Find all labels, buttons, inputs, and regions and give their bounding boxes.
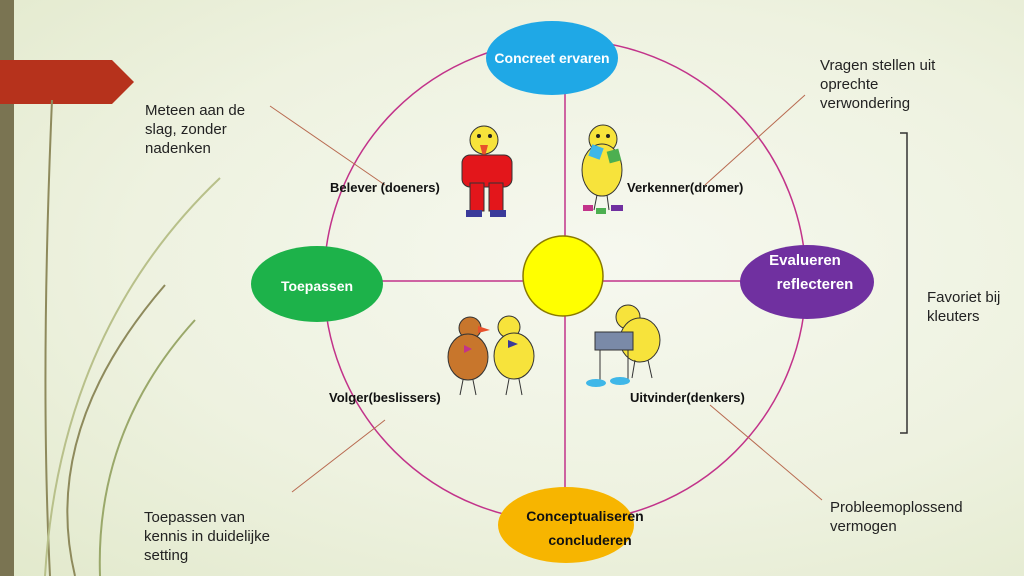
chick-uitvinder-illustration — [586, 304, 661, 387]
note-line: verwondering — [820, 95, 911, 112]
node-label-reflecteren: reflecteren — [776, 276, 854, 293]
note-probleemoplossend: Probleemoplossend vermogen — [830, 498, 963, 536]
note-line: Favoriet bij — [927, 289, 1001, 306]
node-concreet-ervaren — [486, 21, 618, 95]
note-line: nadenken — [145, 140, 211, 157]
note-toepassen-van-kennis: Toepassen van kennis in duidelijke setti… — [144, 508, 270, 565]
title-banner — [0, 60, 134, 104]
quadrant-label-verkenner: Verkenner(dromer) — [627, 180, 744, 195]
note-meteen-aan-de-slag: Meteen aan de slag, zonder nadenken — [145, 101, 245, 158]
note-line: Toepassen van — [144, 509, 245, 526]
note-vragen-stellen: Vragen stellen uit oprechte verwondering — [820, 56, 935, 113]
node-label-evalueren: Evalueren — [769, 252, 841, 269]
sidebar-stripe — [0, 0, 14, 576]
chick-volger-illustration — [447, 315, 535, 396]
note-favoriet-bij-kleuters: Favoriet bij kleuters — [927, 288, 1000, 326]
node-label-concreet-ervaren: Concreet ervaren — [494, 50, 610, 66]
chick-verkenner-illustration — [581, 124, 623, 214]
note-line: oprechte — [820, 76, 879, 93]
note-line: slag, zonder — [145, 121, 227, 138]
note-line: setting — [144, 547, 189, 564]
node-label-conceptualiseren: Conceptualiseren — [526, 508, 644, 524]
note-line: vermogen — [830, 518, 897, 535]
grass-decoration — [44, 99, 221, 576]
quadrant-label-belever: Belever (doeners) — [330, 180, 440, 195]
note-line: kleuters — [927, 308, 980, 325]
node-conceptualiseren-concluderen — [498, 487, 634, 563]
node-label-concluderen: concluderen — [548, 532, 632, 548]
chick-belever-illustration — [461, 125, 513, 217]
node-evalueren-reflecteren — [740, 245, 874, 319]
quadrant-label-uitvinder: Uitvinder(denkers) — [630, 390, 745, 405]
note-line: kennis in duidelijke — [144, 528, 270, 545]
quadrant-label-volger: Volger(beslissers) — [329, 390, 441, 405]
center-circle — [522, 235, 604, 317]
connector-lines — [269, 94, 823, 501]
node-toepassen — [251, 246, 383, 322]
node-label-toepassen: Toepassen — [280, 278, 354, 294]
bracket — [900, 132, 908, 434]
note-line: Probleemoplossend — [830, 499, 963, 516]
note-line: Vragen stellen uit — [820, 57, 936, 74]
note-line: Meteen aan de — [145, 102, 246, 119]
